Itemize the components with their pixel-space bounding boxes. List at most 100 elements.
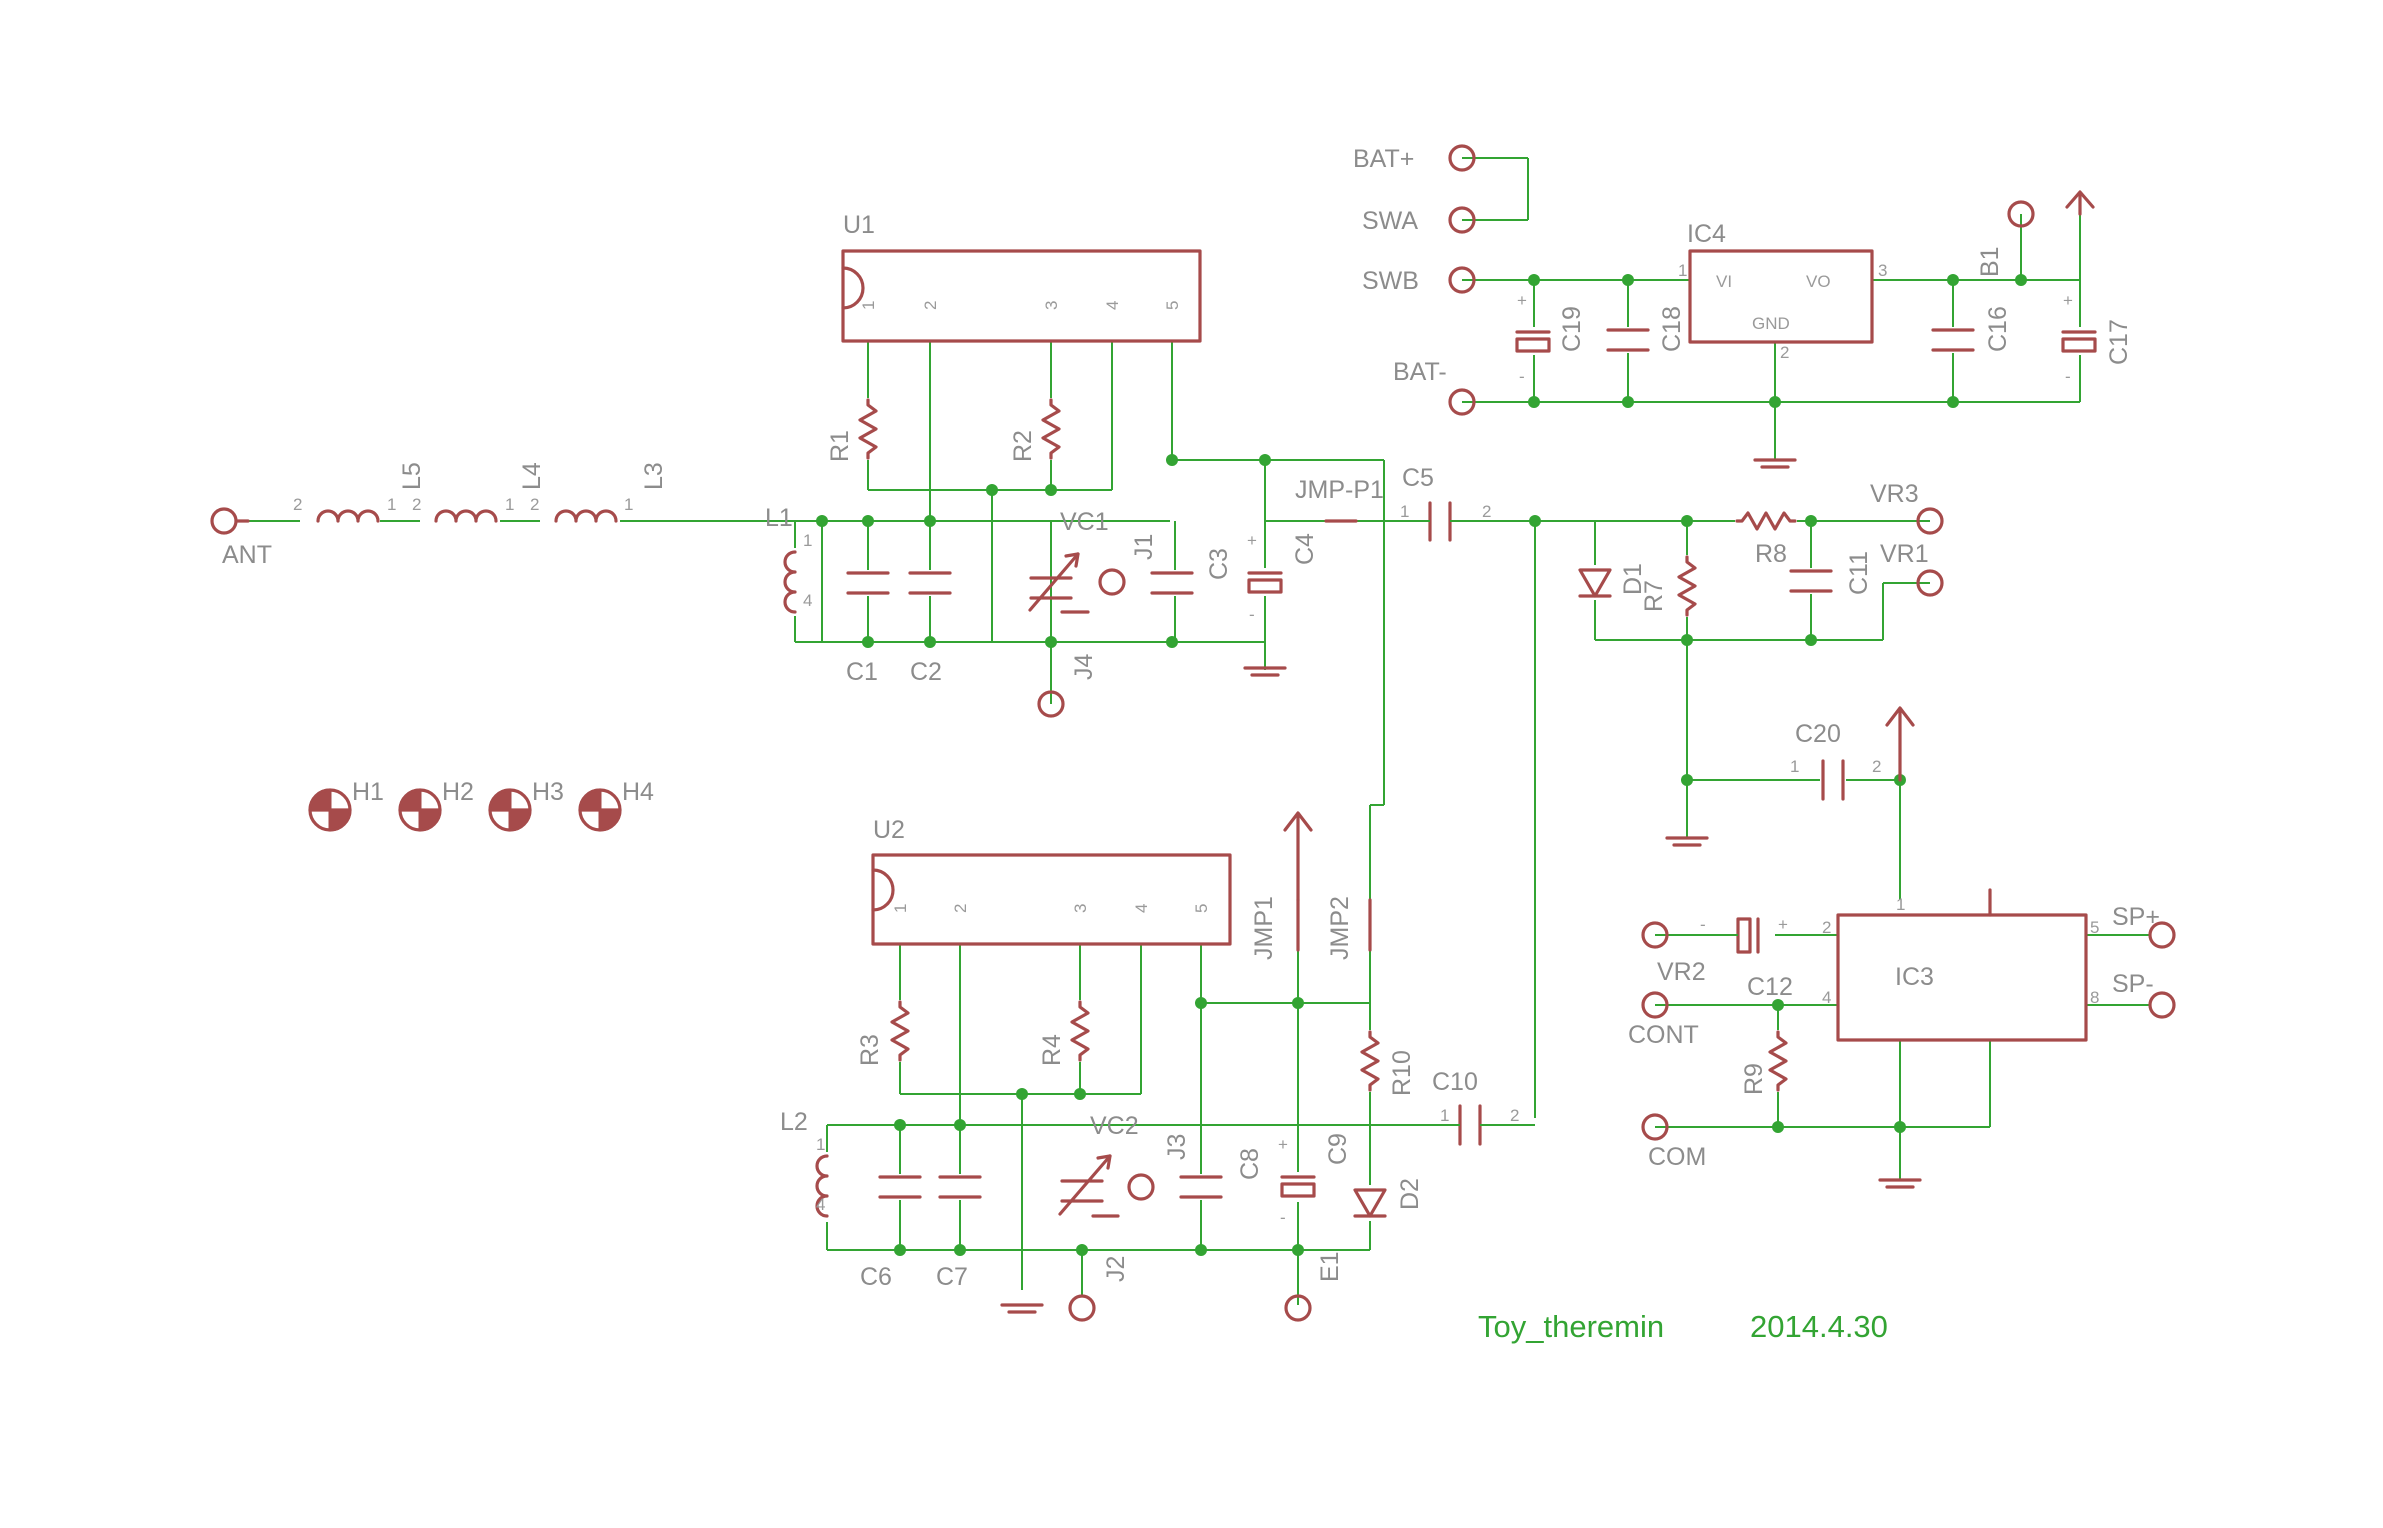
- label-c2: C2: [910, 658, 942, 686]
- u2-pin-3: 3: [1071, 904, 1090, 913]
- label-d1: D1: [1619, 563, 1647, 595]
- label-c9: C9: [1324, 1133, 1352, 1165]
- diodes: [1350, 565, 1615, 1221]
- label-c20: C20: [1795, 720, 1841, 748]
- vcap-vc2: [1058, 1154, 1120, 1218]
- terminal-b1: [2007, 200, 2035, 228]
- hole-h3-icon: [488, 788, 532, 832]
- c4-minus: -: [1249, 605, 1255, 624]
- label-batn: BAT-: [1393, 358, 1447, 386]
- cap-c19: [1513, 327, 1555, 355]
- label-c11: C11: [1845, 551, 1873, 595]
- c4-plus: +: [1247, 531, 1257, 550]
- label-b1: B1: [1976, 246, 2004, 277]
- label-l4: L4: [518, 462, 546, 490]
- ground-1: [1243, 642, 1287, 677]
- label-sp-minus: SP-: [2112, 970, 2154, 998]
- resistors: [858, 398, 1797, 1092]
- label-r1: R1: [826, 430, 854, 462]
- label-vr1: VR1: [1880, 540, 1929, 568]
- ground-2: [1753, 458, 1797, 469]
- ground-5: [1878, 1178, 1922, 1189]
- terminal-j2: [1068, 1250, 1096, 1322]
- label-c6: C6: [860, 1263, 892, 1291]
- hole-h4-icon: [578, 788, 622, 832]
- l3-pin-1: 1: [624, 495, 633, 514]
- c10-pin-1: 1: [1440, 1106, 1449, 1125]
- label-ic3: IC3: [1895, 963, 1934, 991]
- cap-c10: [1428, 1104, 1535, 1146]
- cap-c7: [938, 1174, 982, 1200]
- vcc-arrow-2: [1885, 706, 1915, 782]
- inductor-l2: [805, 1125, 829, 1250]
- terminal-bat-plus: [1448, 144, 1476, 172]
- u2-pin-4: 4: [1132, 904, 1151, 913]
- l2-pin-4: 4: [816, 1195, 825, 1214]
- c17-plus: +: [2063, 291, 2073, 310]
- ic3-pin-5: 5: [2090, 918, 2099, 937]
- label-batp: BAT+: [1353, 145, 1414, 173]
- polarized-capacitors: [1245, 327, 2101, 1202]
- label-c16: C16: [1984, 306, 2012, 352]
- ic-u1: [841, 249, 1202, 343]
- vcc-arrow-1: [2065, 190, 2095, 216]
- ic4-pin-3: 3: [1878, 261, 1887, 280]
- l5-pin-1: 1: [387, 495, 396, 514]
- l4-pin-2: 2: [412, 495, 421, 514]
- ic4-pin-gnd: GND: [1752, 314, 1790, 333]
- c12-plus: +: [1778, 915, 1788, 934]
- terminal-ant: [210, 507, 250, 535]
- label-r8: R8: [1755, 540, 1787, 568]
- terminal-j4: [1037, 690, 1065, 718]
- label-swb: SWB: [1362, 267, 1419, 295]
- label-h1: H1: [352, 778, 384, 806]
- label-l2: L2: [780, 1108, 808, 1136]
- label-r10: R10: [1388, 1050, 1416, 1096]
- label-u2: U2: [873, 816, 905, 844]
- terminal-j3: [1127, 1173, 1155, 1201]
- label-c7: C7: [936, 1263, 968, 1291]
- hole-h1-icon: [308, 788, 352, 832]
- u1-pin-4: 4: [1103, 301, 1122, 310]
- label-c18: C18: [1658, 306, 1686, 352]
- label-ant: ANT: [222, 541, 272, 569]
- label-vr2: VR2: [1657, 958, 1706, 986]
- hole-h2-icon: [398, 788, 442, 832]
- cap-c6: [878, 1174, 922, 1200]
- label-cont: CONT: [1628, 1021, 1699, 1049]
- label-u1: U1: [843, 211, 875, 239]
- ic3-pin-4: 4: [1822, 988, 1831, 1007]
- wires: [236, 157, 2150, 1305]
- cap-c4: [1245, 568, 1287, 596]
- label-r3: R3: [856, 1034, 884, 1066]
- inductor-l1: [775, 545, 797, 620]
- label-c8: C8: [1236, 1148, 1264, 1180]
- label-c1: C1: [846, 658, 878, 686]
- cap-c9: [1278, 1172, 1320, 1202]
- cap-c8: [1179, 1125, 1223, 1250]
- label-r4: R4: [1038, 1034, 1066, 1066]
- ic4-pin-1: 1: [1678, 261, 1687, 280]
- label-j1: J1: [1130, 534, 1158, 560]
- c9-minus: -: [1280, 1208, 1286, 1227]
- u2-pin-5: 5: [1192, 904, 1211, 913]
- label-d2: D2: [1396, 1178, 1424, 1210]
- label-c17: C17: [2105, 319, 2133, 365]
- title-name: Toy_theremin: [1478, 1309, 1664, 1344]
- c10-pin-2: 2: [1510, 1106, 1519, 1125]
- l3-pin-2: 2: [530, 495, 539, 514]
- l1-pin-1: 1: [803, 531, 812, 550]
- mounting-holes: [308, 788, 622, 832]
- cap-c3: [1150, 570, 1194, 596]
- terminal-e1: [1284, 1250, 1312, 1322]
- ic3-pin-2: 2: [1822, 918, 1831, 937]
- label-com: COM: [1648, 1143, 1706, 1171]
- label-swa: SWA: [1362, 207, 1418, 235]
- c20-pin-1: 1: [1790, 757, 1799, 776]
- c19-minus: -: [1519, 367, 1525, 386]
- terminal-sp-plus: [2148, 921, 2176, 949]
- label-l1: L1: [765, 504, 793, 532]
- label-c10: C10: [1432, 1068, 1478, 1096]
